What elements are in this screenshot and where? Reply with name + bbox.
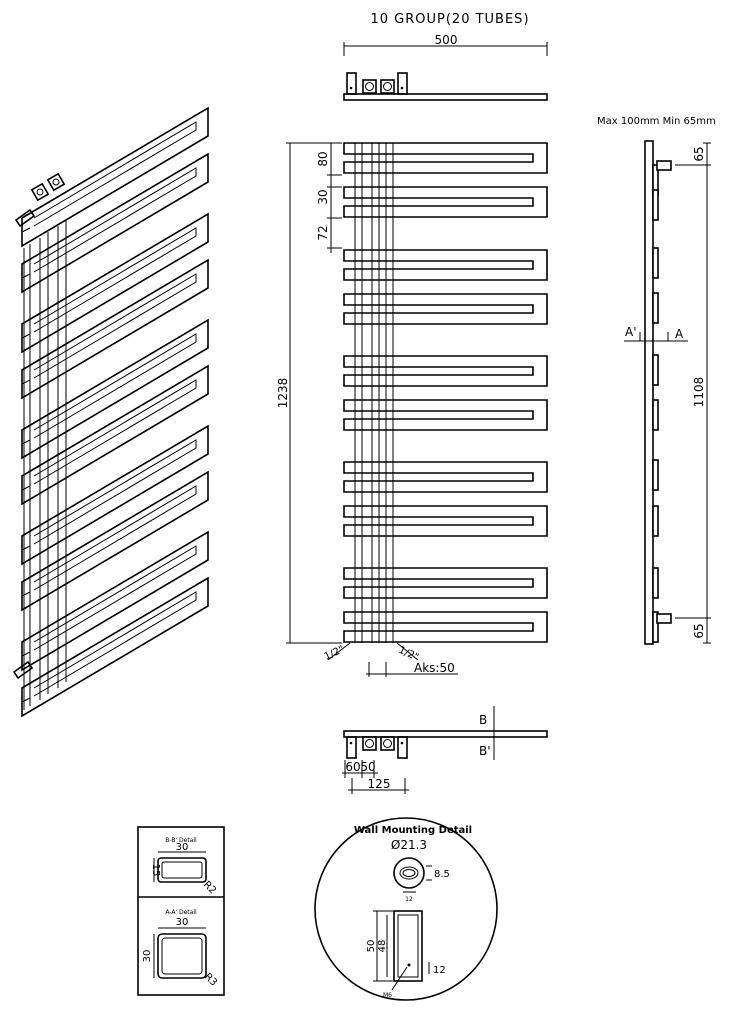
iso-tube-loop bbox=[21, 152, 209, 294]
wall-dim-12-top: 12 bbox=[405, 896, 413, 903]
side-bottom-offset: 65 bbox=[692, 623, 706, 638]
side-blocks bbox=[652, 164, 659, 643]
iso-tube-loop bbox=[21, 106, 209, 248]
wall-mounting-detail: Wall Mounting Detail Ø21.3 8.5 12 50 48 … bbox=[314, 817, 498, 1001]
iso-tube-loop bbox=[21, 576, 209, 718]
front-view: 1238 80 30 72 1/2" 1/2" Aks:50 bbox=[276, 142, 548, 677]
wall-dim-48: 48 bbox=[377, 940, 388, 953]
wall-dim-12-bottom: 12 bbox=[433, 965, 446, 976]
side-tube-block bbox=[652, 505, 659, 537]
iso-tube-loop bbox=[21, 530, 209, 672]
side-tube-block bbox=[652, 189, 659, 221]
side-top-offset: 65 bbox=[692, 146, 706, 161]
aa-radius: R3 bbox=[202, 971, 219, 988]
aks-label: Aks:50 bbox=[414, 661, 455, 675]
iso-tube-loop bbox=[21, 212, 209, 354]
aa-detail-title: A-A' Detail bbox=[165, 909, 197, 916]
side-tube-block bbox=[652, 399, 659, 431]
iso-top-valves bbox=[14, 172, 66, 228]
side-tube-block bbox=[652, 292, 659, 324]
aa-height: 30 bbox=[142, 950, 153, 963]
iso-tube-loop bbox=[21, 424, 209, 566]
bottom-dim-50: 50 bbox=[360, 760, 375, 774]
wall-dim-8-5: 8.5 bbox=[434, 869, 450, 880]
front-tube-loop bbox=[343, 611, 548, 643]
front-tube-loop bbox=[343, 186, 548, 218]
iso-tube-loop bbox=[21, 318, 209, 460]
iso-tubes bbox=[21, 106, 209, 718]
inlet-left-label: 1/2" bbox=[323, 644, 346, 663]
profile-detail-panel: B-B' Detail 30 15 R2 A-A' Detail 30 30 R… bbox=[137, 826, 225, 996]
side-tube-block bbox=[652, 459, 659, 491]
aa-width: 30 bbox=[176, 917, 189, 928]
bottom-view: B B' 60 50 125 bbox=[342, 706, 548, 794]
side-tube-block bbox=[652, 611, 659, 643]
side-tube-block bbox=[652, 567, 659, 599]
iso-tube-loop bbox=[21, 258, 209, 400]
section-a: A bbox=[675, 327, 684, 341]
front-tube-loop bbox=[343, 142, 548, 174]
front-tube-loop bbox=[343, 293, 548, 325]
section-b: B bbox=[479, 713, 487, 727]
wall-mount-title: Wall Mounting Detail bbox=[354, 825, 472, 836]
side-bracket-span: 1108 bbox=[692, 377, 706, 408]
side-tube-block bbox=[652, 354, 659, 386]
wall-dim-50: 50 bbox=[366, 940, 377, 953]
front-tubes bbox=[343, 142, 548, 643]
front-dim-72: 72 bbox=[316, 225, 330, 240]
section-b-prime: B' bbox=[479, 744, 491, 758]
section-a-prime: A' bbox=[625, 325, 637, 339]
iso-tube-loop bbox=[21, 364, 209, 506]
wall-mount-diameter: Ø21.3 bbox=[391, 838, 427, 852]
top-width-label: 500 bbox=[435, 33, 458, 47]
wall-screw-label: M6 bbox=[383, 992, 392, 999]
front-tube-loop bbox=[343, 461, 548, 493]
front-height-label: 1238 bbox=[276, 378, 290, 409]
isometric-view bbox=[12, 106, 209, 718]
front-tube-loop bbox=[343, 567, 548, 599]
bottom-dim-60: 60 bbox=[345, 760, 360, 774]
iso-tube-loop bbox=[21, 470, 209, 612]
front-tube-loop bbox=[343, 249, 548, 281]
bb-height: 15 bbox=[150, 864, 161, 877]
front-tube-loop bbox=[343, 505, 548, 537]
front-dim-80: 80 bbox=[316, 151, 330, 166]
bb-width: 30 bbox=[176, 842, 189, 853]
bb-detail-title: B-B' Detail bbox=[165, 837, 197, 844]
drawing-title: 10 GROUP(20 TUBES) bbox=[370, 12, 529, 27]
side-view: Max 100mm Min 65mm 65 1108 65 A' A bbox=[597, 116, 716, 645]
side-tube-block bbox=[652, 247, 659, 279]
front-dim-30: 30 bbox=[316, 189, 330, 204]
bottom-dim-125: 125 bbox=[368, 777, 391, 791]
front-tube-loop bbox=[343, 399, 548, 431]
max-min-label: Max 100mm Min 65mm bbox=[597, 116, 716, 127]
top-view: 500 bbox=[343, 33, 548, 101]
iso-collectors bbox=[23, 220, 67, 710]
front-tube-loop bbox=[343, 355, 548, 387]
